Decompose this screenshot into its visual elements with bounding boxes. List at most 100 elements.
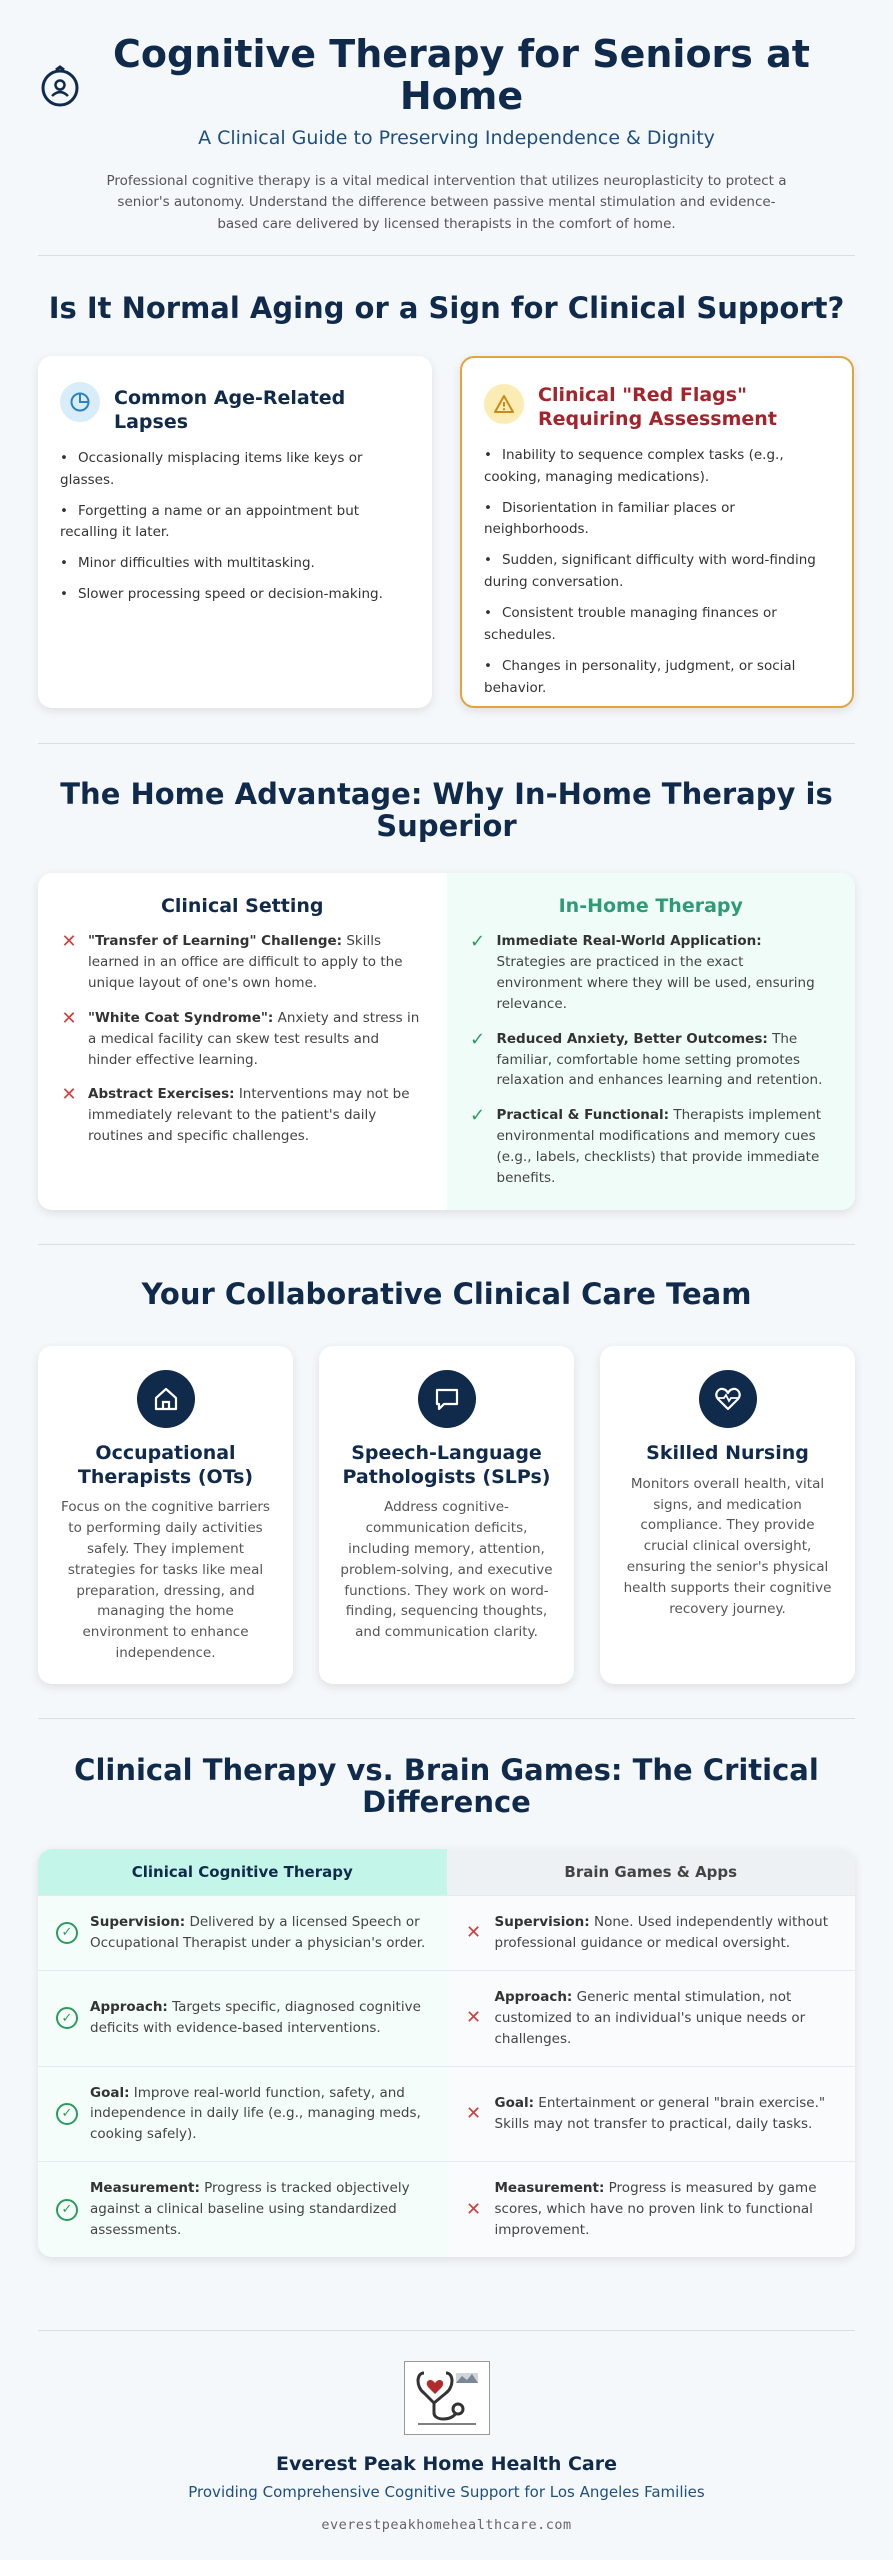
team-member-title: Speech-Language Pathologists (SLPs) (342, 1442, 551, 1488)
in-home-title: In-Home Therapy (558, 894, 743, 917)
games-cell: ✕Goal: Entertainment or general "brain e… (446, 2066, 855, 2162)
list-item: •Sudden, significant difficulty with wor… (484, 550, 830, 594)
games-section-title: Clinical Therapy vs. Brain Games: The Cr… (74, 1753, 819, 1820)
list-item-text: Forgetting a name or an appointment but … (60, 502, 360, 541)
cell-text: Measurement: Progress is measured by gam… (495, 2178, 838, 2241)
intro-paragraph: Professional cognitive therapy is a vita… (106, 172, 787, 232)
games-cell: ✕Supervision: None. Used independently w… (446, 1895, 855, 1970)
table-row: ✓Approach: Targets specific, diagnosed c… (38, 1969, 855, 2066)
comparison-item: ✕Abstract Exercises: Interventions may n… (60, 1084, 425, 1147)
team-section-title: Your Collaborative Clinical Care Team (141, 1277, 752, 1311)
aging-section-title: Is It Normal Aging or a Sign for Clinica… (48, 291, 845, 325)
team-member-title: Occupational Therapists (OTs) (77, 1442, 254, 1488)
comparison-item: ✕ "White Coat Syndrome": Anxiety and stre… (60, 1008, 425, 1071)
comparison-item-text: "White Coat Syndrome": Anxiety and stres… (88, 1008, 425, 1071)
bullet: • (484, 604, 492, 621)
circle-check-icon: ✓ (56, 1921, 78, 1944)
team-card: Occupational Therapists (OTs)Focus on th… (38, 1346, 293, 1685)
list-item: •Occasionally misplacing items like keys… (60, 448, 410, 492)
list-item: •Slower processing speed or decision-mak… (60, 584, 410, 606)
table-row: ✓ Goal: Improve real-world function, safe… (38, 2065, 855, 2162)
therapy-vs-games-section: Clinical Therapy vs. Brain Games: The Cr… (38, 1719, 855, 2330)
list-item-text: Changes in personality, judgment, or soc… (484, 657, 796, 696)
cell-text: Measurement: Progress is tracked objecti… (90, 2178, 429, 2241)
x-mark-icon: ✕ (465, 1922, 482, 1944)
list-item-text: Minor difficulties with multitasking. (77, 555, 315, 572)
list-item-text: Disorientation in familiar places or nei… (484, 499, 735, 538)
cell-label: Supervision: (90, 1913, 186, 1930)
team-member-desc: Address cognitive-communication deficits… (340, 1498, 553, 1641)
home-section-title: The Home Advantage: Why In-Home Therapy … (60, 777, 833, 844)
clinical-setting-title: Clinical Setting (160, 894, 324, 917)
cell-label: Measurement: (90, 2180, 200, 2197)
red-flags-title: Clinical "Red Flags" Requiring Assessmen… (538, 384, 777, 430)
comparison-item-label: "Transfer of Learning" Challenge: (88, 932, 343, 949)
therapy-cell: ✓ Measurement: Progress is tracked object… (38, 2162, 447, 2258)
cell-text: Goal: Improve real-world function, safet… (90, 2083, 429, 2146)
comparison-item-desc: Therapists implement environmental modif… (496, 1107, 822, 1187)
page-subtitle: A Clinical Guide to Preserving Independe… (198, 126, 715, 149)
list-item: •Consistent trouble managing finances or… (484, 603, 830, 647)
comparison-item-label: Immediate Real-World Application: (496, 932, 762, 949)
aging-section: Is It Normal Aging or a Sign for Clinica… (38, 256, 855, 743)
x-mark-icon: ✕ (465, 2198, 482, 2220)
list-item-text: Inability to sequence complex tasks (e.g… (484, 446, 784, 485)
bullet: • (60, 555, 68, 572)
table-row: ✓ Measurement: Progress is tracked object… (38, 2161, 855, 2258)
team-card: Speech-Language Pathologists (SLPs) Addre… (319, 1346, 574, 1685)
divider (38, 2330, 855, 2331)
cell-label: Supervision: (494, 1913, 590, 1930)
divider (38, 255, 855, 256)
bullet: • (484, 552, 492, 569)
normal-lapses-title: Common Age-Related Lapses (114, 387, 346, 433)
comparison-item-desc: The familiar, comfortable home setting p… (496, 1030, 823, 1089)
cell-text: Approach: Generic mental stimulation, no… (495, 1987, 838, 2050)
comparison-item-label: Reduced Anxiety, Better Outcomes: (496, 1030, 768, 1047)
bullet: • (60, 586, 68, 603)
company-name: Everest Peak Home Health Care (275, 2453, 618, 2475)
cell-label: Goal: (494, 2095, 535, 2111)
normal-lapses-list: •Occasionally misplacing items like keys… (60, 448, 410, 606)
comparison-item-label: "White Coat Syndrome": (88, 1009, 274, 1026)
warning-icon (484, 384, 524, 425)
cell-desc: Progress is tracked objectively against … (90, 2180, 410, 2239)
red-flags-card: Clinical "Red Flags" Requiring Assessmen… (460, 356, 854, 709)
table-header-games: Brain Games & Apps (446, 1848, 855, 1895)
cell-label: Goal: (90, 2084, 130, 2101)
check-mark-icon: ✓ (469, 1028, 486, 1050)
cell-desc: Generic mental stimulation, not customiz… (494, 1988, 806, 2047)
red-flags-list: •Inability to sequence complex tasks (e.… (484, 445, 830, 700)
x-mark-icon: ✕ (465, 2007, 482, 2029)
bullet: • (484, 446, 492, 463)
therapy-cell: ✓ Supervision: Delivered by a licensed Sp… (38, 1895, 447, 1970)
normal-lapses-card: Common Age-Related Lapses •Occasionally … (38, 356, 432, 709)
comparison-item: ✓Immediate Real-World Application: Strat… (469, 931, 834, 1015)
circle-check-icon: ✓ (56, 2102, 78, 2125)
head-profile-icon (41, 65, 79, 107)
comparison-item-desc: Interventions may not be immediately rel… (88, 1086, 410, 1145)
comparison-item-label: Practical & Functional: (496, 1107, 670, 1124)
home-advantage-section: The Home Advantage: Why In-Home Therapy … (38, 744, 855, 1244)
cell-label: Approach: (494, 1988, 573, 2005)
comparison-table: Clinical Cognitive Therapy Brain Games &… (38, 1848, 855, 2258)
team-member-title: Skilled Nursing (646, 1442, 809, 1465)
cell-label: Measurement: (494, 2180, 605, 2197)
cell-desc: Delivered by a licensed Speech or Occupa… (90, 1913, 426, 1951)
bullet: • (484, 657, 492, 674)
circle-check-icon: ✓ (56, 2198, 78, 2221)
x-mark-icon: ✕ (61, 1007, 77, 1029)
comparison-item-text: Practical & Functional: Therapists imple… (497, 1105, 834, 1189)
check-mark-icon: ✓ (469, 930, 486, 952)
company-website-link[interactable]: everestpeakhomehealthcare.com (321, 2517, 572, 2533)
table-row: ✓ Supervision: Delivered by a licensed Sp… (38, 1894, 855, 1970)
team-member-desc: Monitors overall health, vital signs, an… (623, 1475, 832, 1618)
cell-desc: Targets specific, diagnosed cognitive de… (90, 1999, 421, 2037)
bullet: • (60, 502, 68, 519)
header: Cognitive Therapy for Seniors at Home A … (38, 0, 855, 255)
cell-desc: Progress is measured by game scores, whi… (494, 2180, 817, 2239)
comparison-item-label: Abstract Exercises: (88, 1086, 235, 1103)
stethoscope-heart-logo (403, 2361, 490, 2435)
in-home-column: In-Home Therapy ✓ Immediate Real-World Ap… (446, 872, 855, 1210)
